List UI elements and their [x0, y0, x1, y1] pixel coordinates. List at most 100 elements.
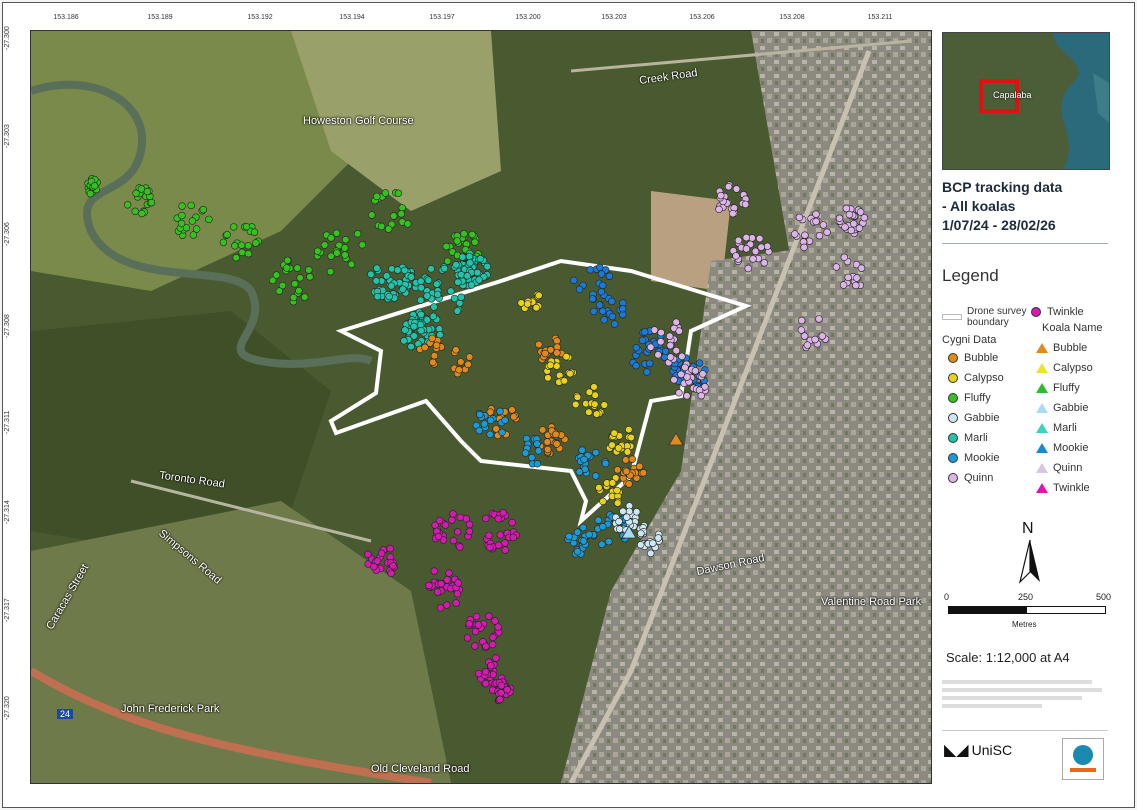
tracking-point — [291, 280, 299, 288]
tracking-point — [472, 612, 481, 621]
map-canvas — [31, 31, 931, 783]
tracking-point — [532, 304, 540, 312]
left-tick: -27.306 — [4, 222, 11, 246]
tracking-point — [501, 546, 509, 554]
tracking-point — [305, 266, 313, 274]
cygni-label: Marli — [964, 432, 988, 444]
tracking-point — [453, 590, 462, 598]
partner-logo-icon — [1073, 745, 1093, 765]
tracking-point — [543, 445, 552, 454]
legend-koala-quinn: Quinn — [1036, 462, 1082, 474]
tracking-point — [138, 209, 146, 218]
koala-tracking-points — [84, 175, 868, 705]
left-tick: -27.314 — [4, 500, 11, 524]
tracking-point — [755, 234, 764, 243]
tracking-point — [649, 539, 657, 547]
tracking-point — [131, 207, 139, 216]
tracking-point — [435, 516, 444, 525]
label-valentine-road-park: Valentine Road Park — [821, 596, 922, 608]
tracking-point — [465, 353, 474, 361]
satellite-map[interactable]: Howeston Golf Course Creek Road Toronto … — [30, 30, 932, 784]
tracking-point — [533, 440, 541, 448]
tracking-point — [497, 689, 505, 697]
cygni-dot-swatch — [948, 373, 958, 383]
tracking-point — [223, 231, 231, 239]
tracking-point — [853, 274, 861, 282]
tracking-point — [132, 189, 140, 198]
tracking-point — [353, 230, 362, 238]
tracking-point — [387, 282, 396, 290]
locator-inset-map: Capalaba — [942, 32, 1110, 170]
tracking-point — [367, 270, 375, 279]
tracking-point — [635, 462, 644, 471]
tracking-point — [397, 210, 405, 218]
tracking-point — [654, 351, 662, 359]
tracking-point — [605, 537, 613, 546]
legend-cygni-gabbie: Gabbie — [948, 412, 999, 424]
tracking-point — [665, 332, 674, 340]
tracking-point — [230, 223, 238, 231]
tracking-point — [404, 220, 412, 228]
tracking-point — [485, 612, 493, 620]
tracking-point — [485, 531, 493, 540]
tracking-point — [373, 192, 381, 201]
tracking-point — [677, 370, 685, 379]
tracking-point — [613, 499, 622, 507]
tracking-point — [448, 516, 456, 524]
tracking-point — [763, 242, 772, 251]
tracking-point — [594, 516, 602, 524]
tracking-point — [427, 265, 435, 273]
tracking-point — [613, 486, 621, 495]
tracking-point — [341, 244, 349, 252]
tracking-point — [496, 531, 504, 539]
koala-label: Bubble — [1053, 342, 1088, 354]
tracking-point — [473, 268, 482, 277]
tracking-point — [521, 449, 530, 457]
tracking-point — [595, 484, 603, 492]
tracking-point — [321, 241, 329, 249]
tracking-point — [452, 346, 460, 354]
tracking-point — [494, 515, 502, 523]
tracking-point — [535, 340, 543, 349]
tracking-point — [400, 337, 408, 345]
tracking-point — [643, 368, 651, 376]
tracking-point — [417, 296, 425, 304]
tracking-point — [823, 228, 831, 236]
cygni-label: Gabbie — [964, 412, 1000, 424]
top-tick: 153.206 — [689, 14, 715, 21]
top-tick: 153.208 — [779, 14, 805, 21]
tracking-point — [608, 312, 617, 321]
tracking-point — [332, 229, 341, 237]
tracking-point — [675, 389, 683, 397]
tracking-point — [857, 264, 866, 272]
tracking-point — [614, 444, 623, 452]
tracking-point — [244, 250, 253, 258]
tracking-point — [523, 300, 532, 308]
tracking-point — [278, 281, 287, 290]
top-tick: 153.200 — [515, 14, 541, 21]
tracking-point — [615, 525, 624, 533]
tracking-point — [839, 281, 848, 289]
tracking-point — [849, 220, 858, 228]
koala-triangle-swatch — [1036, 343, 1048, 353]
tracking-point — [90, 182, 99, 190]
tracking-point — [219, 238, 228, 247]
tracking-point — [187, 201, 195, 210]
tracking-point — [615, 517, 623, 526]
tracking-point — [429, 358, 437, 366]
tracking-point — [724, 183, 733, 191]
tracking-point — [373, 292, 382, 301]
tracking-point — [443, 601, 451, 609]
tracking-point — [231, 242, 239, 250]
tracking-point — [499, 509, 507, 517]
tracking-point — [811, 335, 819, 344]
tracking-point — [801, 231, 809, 239]
tracking-point — [342, 236, 350, 244]
tracking-point — [749, 255, 757, 263]
tracking-point — [573, 528, 582, 536]
koala-label: Quinn — [1053, 462, 1083, 474]
legend-koala-twinkle: Twinkle — [1036, 482, 1090, 494]
tracking-point — [199, 205, 208, 214]
koala-triangle-swatch — [1036, 463, 1048, 473]
tracking-point — [448, 248, 457, 256]
